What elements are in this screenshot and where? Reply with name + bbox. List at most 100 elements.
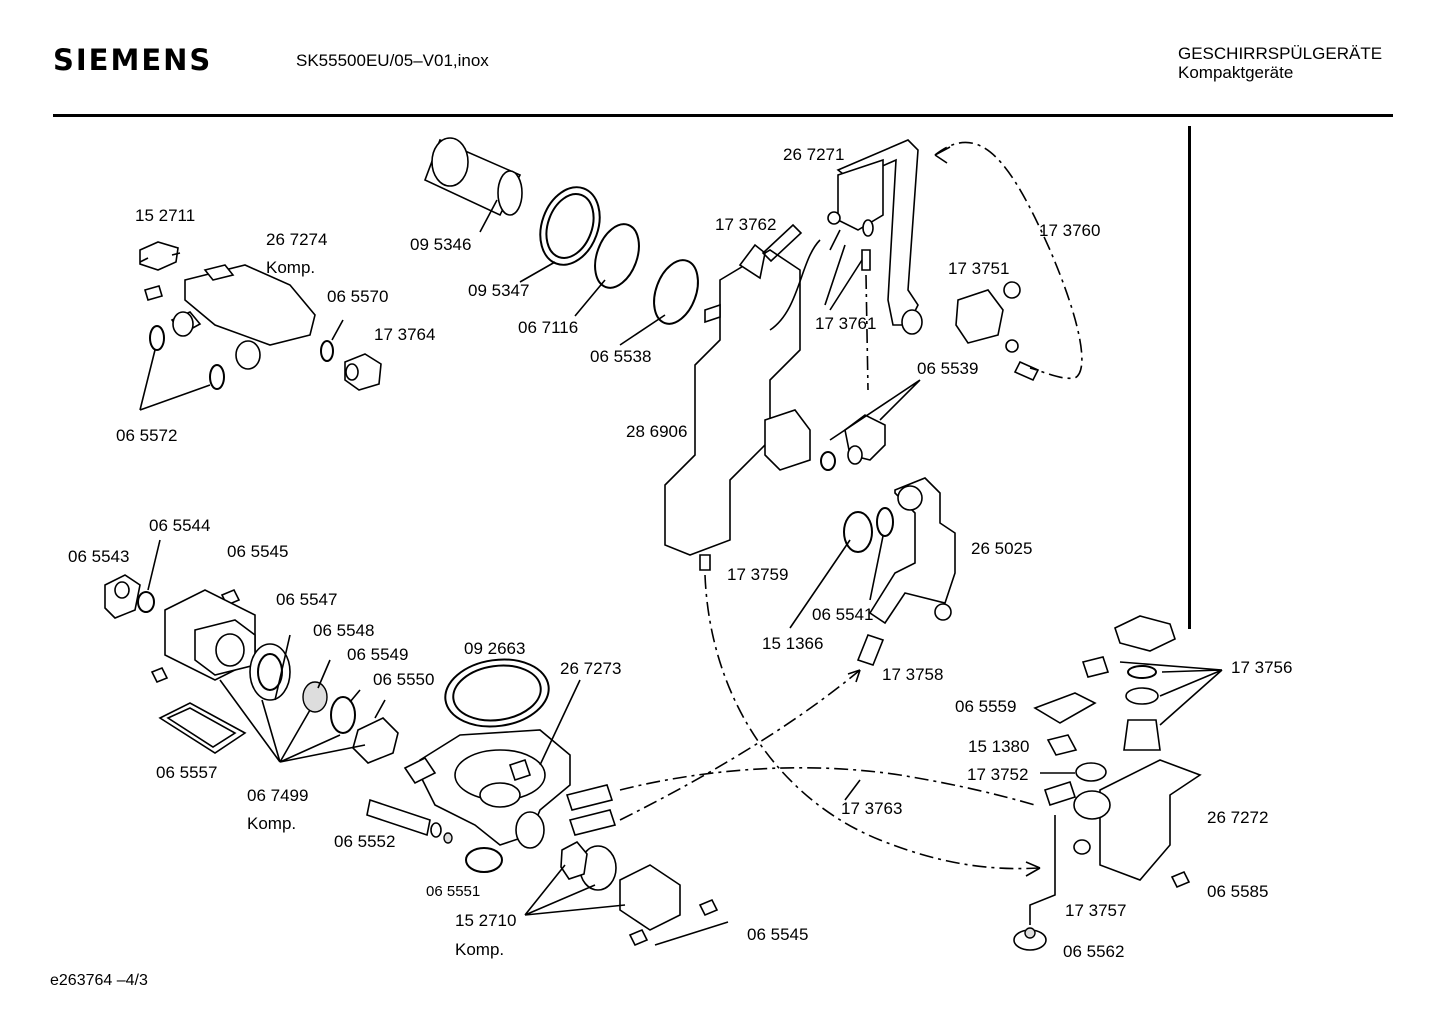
label-26-7272: 26 7272 bbox=[1207, 808, 1268, 827]
part-06-5585-screw bbox=[1170, 870, 1191, 889]
leader-06-5545-b bbox=[654, 921, 729, 946]
leader-17-3763 bbox=[844, 779, 861, 801]
flow-line-17-3760 bbox=[934, 141, 1083, 380]
arrow-17-3759 bbox=[1025, 861, 1041, 877]
label-17-3752: 17 3752 bbox=[967, 765, 1028, 784]
label-17-3759: 17 3759 bbox=[727, 565, 788, 584]
label-15-1380: 15 1380 bbox=[968, 737, 1029, 756]
leader-lines-rings bbox=[479, 199, 666, 346]
part-26-7271-bracket bbox=[827, 139, 923, 335]
label-06-5572: 06 5572 bbox=[116, 426, 177, 445]
label-17-3761: 17 3761 bbox=[815, 314, 876, 333]
part-06-5544-ring bbox=[137, 591, 155, 613]
label-17-3760: 17 3760 bbox=[1039, 221, 1100, 240]
part-pump-motor bbox=[164, 589, 256, 681]
label-17-3763: 17 3763 bbox=[841, 799, 902, 818]
part-26-7273-sump bbox=[403, 729, 571, 849]
part-15-1366-disk bbox=[843, 511, 873, 553]
label-17-3757: 17 3757 bbox=[1065, 901, 1126, 920]
document-code: e263764 –4/3 bbox=[50, 972, 148, 989]
label-26-7273: 26 7273 bbox=[560, 659, 621, 678]
flow-line-17-3763 bbox=[619, 767, 1036, 806]
flow-line-vertical bbox=[865, 274, 869, 391]
label-06-7116: 06 7116 bbox=[518, 318, 578, 337]
label-15-2710-komp: Komp. bbox=[455, 940, 504, 959]
part-09-5347-ring-inner bbox=[545, 193, 595, 259]
part-06-5539-seal bbox=[820, 451, 836, 471]
arrow-17-3760 bbox=[934, 146, 951, 164]
part-17-3752-float bbox=[1075, 762, 1107, 782]
part-06-5550-impeller bbox=[352, 717, 399, 764]
label-06-5585: 06 5585 bbox=[1207, 882, 1268, 901]
part-06-5551-seal bbox=[465, 847, 503, 873]
label-17-3762: 17 3762 bbox=[715, 215, 776, 234]
label-06-5539: 06 5539 bbox=[917, 359, 978, 378]
label-06-7499-komp: Komp. bbox=[247, 814, 296, 833]
part-06-5557-gasket bbox=[158, 702, 247, 754]
part-06-5547-seal bbox=[249, 643, 291, 701]
label-26-7274: 26 7274 bbox=[266, 230, 327, 249]
leader-26-7273 bbox=[539, 679, 581, 766]
part-06-5543-clip bbox=[104, 574, 141, 619]
part-17-3762-hose bbox=[761, 223, 803, 263]
part-06-7116-seal bbox=[594, 223, 640, 289]
label-06-5551: 06 5551 bbox=[426, 883, 480, 900]
label-17-3751: 17 3751 bbox=[948, 259, 1009, 278]
hose-lines bbox=[769, 229, 841, 331]
label-06-5549: 06 5549 bbox=[347, 645, 408, 664]
part-06-5541-seal bbox=[876, 507, 894, 537]
leader-17-3761 bbox=[824, 244, 863, 311]
part-15-1380-switch bbox=[1046, 734, 1078, 756]
part-06-5549-ring bbox=[330, 696, 356, 734]
part-26-7274-valve-block bbox=[144, 264, 316, 370]
label-09-5347: 09 5347 bbox=[468, 281, 529, 300]
label-26-7271: 26 7271 bbox=[783, 145, 844, 164]
part-26-7272-softener bbox=[1043, 759, 1202, 881]
part-17-3757-wire bbox=[1029, 815, 1056, 925]
part-hose-a bbox=[565, 784, 614, 811]
part-small-connector bbox=[1081, 656, 1110, 678]
part-06-5572-seal-b bbox=[209, 364, 225, 390]
header-divider bbox=[53, 114, 1393, 117]
part-17-3751-valve bbox=[955, 281, 1021, 353]
flow-line-17-3758 bbox=[619, 669, 861, 821]
part-06-5538-seal bbox=[653, 259, 699, 325]
part-06-5552-heater bbox=[366, 798, 442, 838]
label-26-7274-komp: Komp. bbox=[266, 258, 315, 277]
label-09-5346: 09 5346 bbox=[410, 235, 471, 254]
label-17-3756: 17 3756 bbox=[1231, 658, 1292, 677]
label-15-1366: 15 1366 bbox=[762, 634, 823, 653]
part-17-3756-cap bbox=[1114, 615, 1176, 751]
label-06-5541: 06 5541 bbox=[812, 605, 873, 624]
label-26-5025: 26 5025 bbox=[971, 539, 1032, 558]
label-06-5544: 06 5544 bbox=[149, 516, 210, 535]
leader-06-7499 bbox=[219, 679, 366, 763]
label-06-5570: 06 5570 bbox=[327, 287, 388, 306]
part-06-5545-screw-c bbox=[628, 928, 649, 947]
part-28-6906-water-tank bbox=[664, 243, 811, 556]
label-06-5538: 06 5538 bbox=[590, 347, 651, 366]
label-06-7499: 06 7499 bbox=[247, 786, 308, 805]
leader-15-2710 bbox=[524, 864, 626, 916]
leader-15-1366 bbox=[789, 535, 884, 629]
part-26-5025-arm bbox=[868, 477, 956, 625]
label-06-5552: 06 5552 bbox=[334, 832, 395, 851]
part-09-5347-ring bbox=[539, 186, 601, 266]
part-15-2710-drain-pump bbox=[560, 840, 681, 931]
part-hose-end bbox=[1013, 360, 1040, 382]
label-06-5545-a: 06 5545 bbox=[227, 542, 288, 561]
part-06-5539-valve bbox=[844, 414, 886, 465]
label-06-5557: 06 5557 bbox=[156, 763, 217, 782]
brand-logo: SIEMENS bbox=[53, 43, 213, 77]
leader-pump-parts bbox=[274, 634, 386, 719]
part-09-5346-filter bbox=[423, 137, 523, 217]
part-17-3758-sleeve bbox=[856, 634, 885, 666]
part-06-5545-screw-b bbox=[698, 898, 719, 917]
leader-lines-upper-left bbox=[139, 319, 344, 411]
label-15-2711: 15 2711 bbox=[135, 206, 195, 225]
part-06-5559-bracket bbox=[1033, 692, 1097, 724]
label-06-5543: 06 5543 bbox=[68, 547, 129, 566]
part-06-5570-seal bbox=[320, 340, 334, 362]
part-screw-b bbox=[150, 666, 169, 684]
